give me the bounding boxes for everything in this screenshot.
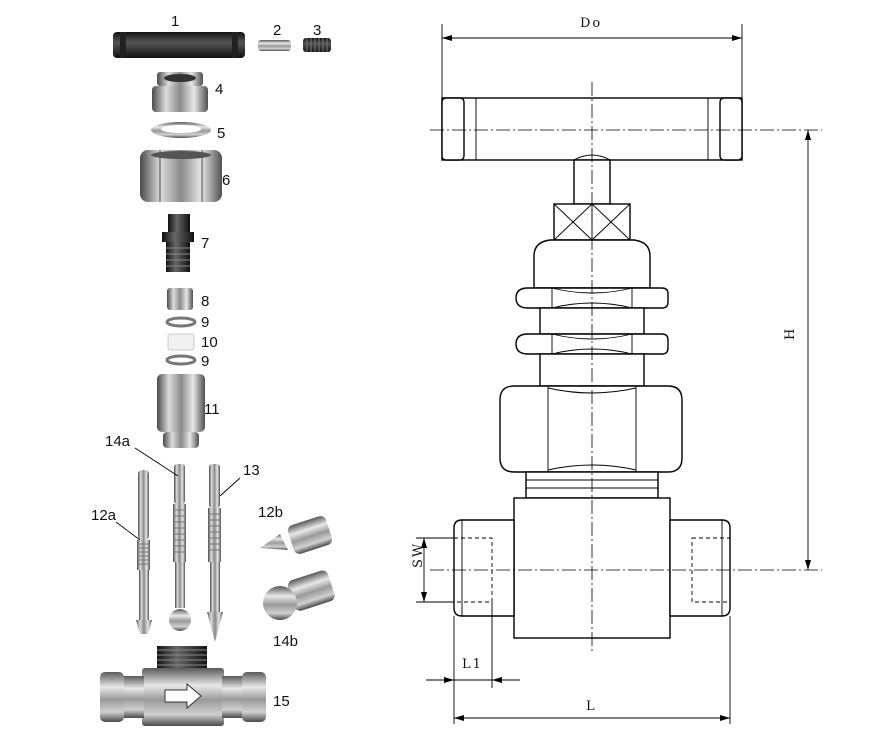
part-4-gland-nut [152, 72, 208, 112]
part-14a-stem [169, 464, 191, 631]
part-14b-tip [263, 570, 335, 620]
part-12a-stem [136, 470, 152, 634]
label-part-14b: 14b [273, 633, 298, 650]
label-part-7: 7 [201, 235, 209, 252]
part-11-bonnet [157, 374, 205, 448]
label-part-9-lower: 9 [201, 353, 209, 370]
dimension-do-label: Do [580, 16, 602, 31]
dimension-sw-label: SW [411, 542, 426, 568]
part-13-stem [207, 464, 223, 642]
label-part-15: 15 [273, 693, 290, 710]
part-8-bushing [167, 288, 193, 310]
dimension-l1-label: L1 [462, 657, 483, 672]
exploded-parts-view: 1 2 3 4 5 6 7 8 9 10 9 11 14a 13 12a 12b… [91, 13, 335, 726]
label-part-5: 5 [217, 125, 225, 142]
label-part-12b: 12b [258, 504, 283, 521]
dimension-sw: SW [411, 537, 454, 603]
label-part-1: 1 [171, 13, 179, 30]
leader-lines [115, 447, 241, 541]
part-15-valve-body [100, 646, 266, 726]
label-part-13: 13 [243, 462, 260, 479]
dimension-l1: L1 [426, 602, 520, 724]
part-6-bonnet-nut [140, 150, 222, 202]
label-part-8: 8 [201, 293, 209, 310]
label-part-2: 2 [273, 22, 281, 39]
part-1-handle-bar [113, 32, 245, 58]
part-3-threaded-screw [303, 38, 331, 52]
drawing-bonnet-hex [499, 385, 683, 499]
dimension-do: Do [441, 16, 743, 98]
label-part-4: 4 [215, 81, 223, 98]
dimension-l-label: L [586, 699, 597, 714]
part-9-o-ring-upper [165, 316, 197, 328]
label-part-9-upper: 9 [201, 314, 209, 331]
label-part-12a: 12a [91, 507, 117, 524]
dimension-h: H [783, 130, 811, 570]
part-9-o-ring-lower [165, 354, 197, 366]
label-part-11: 11 [204, 401, 220, 418]
dimension-h-label: H [783, 327, 798, 340]
part-5-washer [151, 122, 211, 138]
part-2-set-screw [258, 40, 291, 51]
label-part-10: 10 [201, 334, 218, 351]
label-part-14a: 14a [105, 433, 131, 450]
drawing-center-lines [430, 82, 822, 652]
technical-drawing-view: Do H SW L1 L [411, 16, 822, 724]
label-part-6: 6 [222, 172, 230, 189]
part-10-packing [167, 333, 195, 351]
part-12b-tip [260, 516, 333, 554]
dimension-l: L [454, 616, 731, 724]
part-7-stem-packing [162, 214, 194, 272]
label-part-3: 3 [313, 22, 321, 39]
